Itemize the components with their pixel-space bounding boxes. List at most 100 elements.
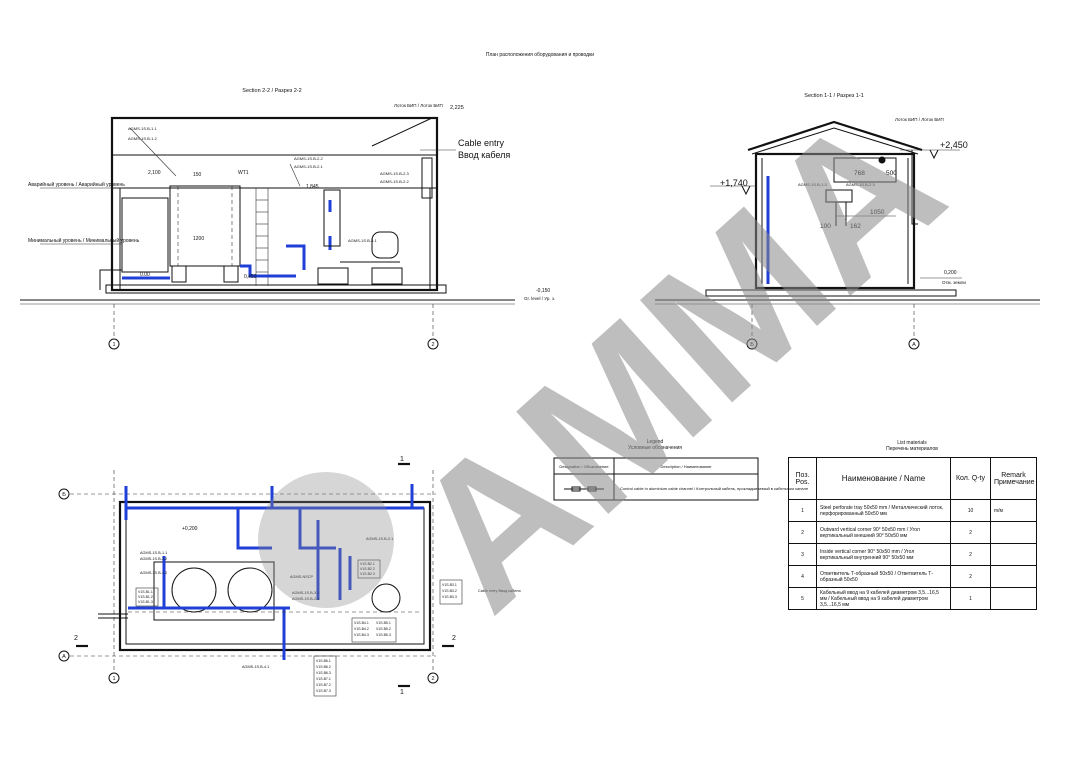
cut-2-left: 2 — [74, 635, 78, 642]
tag-box-item: V1S.B7.2 — [316, 683, 331, 687]
tag-box-item: V1S.B5.1 — [376, 621, 391, 625]
row-qty: 10 — [950, 499, 991, 522]
plan-agms-2: AGMS-1S.B-1.2 — [140, 571, 167, 575]
header-name: Наименование / Name — [816, 457, 951, 500]
table-row: 4 Ответвитель Т-образный 50x50 / Ответви… — [788, 565, 1037, 588]
tag-box-item: V1S.B1.2 — [138, 595, 153, 599]
row-pos: 1 — [788, 499, 817, 522]
materials-title-en: List materials — [897, 440, 927, 446]
row-pos: 2 — [788, 521, 817, 544]
globe-icon — [258, 472, 394, 608]
agms-tag-a: AGMS-1S.B-1.1 — [128, 126, 157, 131]
header-remark: Remark Примечание — [990, 457, 1037, 500]
header-pos: Поз. Pos. — [788, 457, 817, 500]
agms-tag-c: AGMS-1S.B-2.2 — [294, 156, 323, 161]
axis-b-label: Б — [750, 342, 754, 348]
row-pos: 4 — [788, 565, 817, 588]
plan-axis-a: A — [62, 654, 66, 660]
materials-title-ru: Перечень материалов — [886, 446, 938, 452]
materials-block: List materials Перечень материалов Поз. … — [788, 440, 1037, 610]
axis-2-label: 2 — [431, 342, 434, 348]
plan-elevation: +0,200 — [182, 526, 198, 532]
legend-title-ru: Условные обозначения — [628, 445, 682, 451]
tag-box-item: V1S.B3.2 — [442, 589, 457, 593]
sheet-title: План расположения оборудования и проводк… — [486, 52, 594, 58]
cut-1-bottom: 1 — [400, 689, 404, 696]
tag-box-item: V1S.B4.3 — [354, 633, 369, 637]
plan-axis-2: 2 — [431, 676, 434, 682]
plan-agms-5: AGMS-1S.B-3.1 — [292, 591, 319, 595]
plan-agms-8: AGMS-1S.B-2.2 — [140, 557, 167, 561]
row-qty: 2 — [950, 521, 991, 544]
table-row: 2 Outward vertical corner 90° 50x50 mm /… — [788, 521, 1037, 544]
axis-a-label: A — [912, 342, 916, 348]
table-header-row: Поз. Pos. Наименование / Name Кол. Q-ty … — [788, 457, 1037, 500]
tag-box-item: V1S.B6.2 — [316, 665, 331, 669]
tag-box-item: V1S.B2.1 — [360, 562, 375, 566]
agms-tag-f: AGMS-1S.B-2.2 — [380, 179, 409, 184]
ground-note: Gr. level / Ур. з. — [524, 296, 555, 301]
row-pos: 5 — [788, 587, 817, 610]
tag-box-item: V1S.B3.3 — [442, 595, 457, 599]
row-qty: 2 — [950, 565, 991, 588]
plan-agms-7: AGMS-1S.B-4.1 — [242, 665, 269, 669]
agms-tag-g: AGMS-1S.B-3.1 — [348, 238, 377, 243]
row-qty: 1 — [950, 587, 991, 610]
dim-500: 500 — [886, 170, 897, 177]
tag-box-item: V1S.B4.1 — [354, 621, 369, 625]
table-row: 3 Inside vertical corner 90° 50x50 mm / … — [788, 543, 1037, 566]
plan-cable-note: Cable entry Ввод кабеля — [478, 589, 521, 593]
dim-1200: 1200 — [193, 236, 204, 242]
cable-entry-en: Cable entry — [458, 138, 505, 148]
agms-tag-right: AGMS-1S.B-2.3 — [846, 182, 875, 187]
row-name: Inside vertical corner 90° 50x50 mm / Уг… — [816, 543, 951, 566]
dim-100: 100 — [820, 223, 831, 230]
legend-col2: Description / Наименование — [660, 464, 712, 469]
tag-box-item: V1S.B1.1 — [138, 590, 153, 594]
tag-box-item: V1S.B6.3 — [316, 671, 331, 675]
plan-axis-1: 1 — [112, 676, 115, 682]
section-2-2-title: Section 2-2 / Разрез 2-2 — [242, 88, 301, 94]
floor-plan: Б A 1 2 1 1 2 2 +0,200 A — [58, 456, 521, 696]
row-remark — [990, 543, 1037, 566]
tag-box-item: V1S.B2.3 — [360, 572, 375, 576]
row-remark — [990, 565, 1037, 588]
row-qty: 2 — [950, 543, 991, 566]
tag-box-item: V1S.B2.2 — [360, 567, 375, 571]
ground-elevation-1-1: 0,200 — [944, 270, 957, 276]
axis-1-label: 1 — [112, 342, 115, 348]
tag-box-item: V1S.B7.1 — [316, 677, 331, 681]
row-name: Кабельный ввод на 9 кабелей диаметром 3,… — [816, 587, 951, 610]
top-elevation: 2,225 — [450, 105, 464, 111]
tag-box-item: V1S.B5.3 — [376, 633, 391, 637]
cable-entry-ru: Ввод кабеля — [458, 150, 510, 160]
agms-tag-e: AGMS-1S.B-2.3 — [380, 171, 409, 176]
plan-axis-b: Б — [62, 492, 66, 498]
legend-row-desc: Control cable in aluminium cable channel… — [620, 486, 809, 491]
elevation-left: +1,740 — [720, 178, 748, 188]
section-2-2: Section 2-2 / Разрез 2-2 — [20, 88, 555, 350]
cut-1-top: 1 — [400, 456, 404, 463]
dim-768: 768 — [854, 170, 865, 177]
min-level-label: Минимальный уровень / Минимальный уровен… — [28, 237, 140, 244]
tank-tag: WT1 — [238, 170, 249, 176]
section-1-1-title: Section 1-1 / Разрез 1-1 — [804, 93, 863, 99]
ground-note-1-1: Отм. земли — [942, 280, 966, 285]
row-remark — [990, 521, 1037, 544]
legend: Legend Условные обозначения Designation … — [553, 439, 809, 501]
tag-box-item: V1S.B4.2 — [354, 627, 369, 631]
plan-tag-boxes: V1S.B1.1 V1S.B1.2 V1S.B1.3 V1S.B2.1 V1S.… — [135, 559, 463, 697]
tray-note: Лоток БИП / Лоток БИП — [394, 103, 443, 108]
row-name: Ответвитель Т-образный 50x50 / Ответвите… — [816, 565, 951, 588]
tag-box-item: V1S.B6.1 — [316, 659, 331, 663]
materials-table: Поз. Pos. Наименование / Name Кол. Q-ty … — [788, 457, 1037, 610]
tag-box-item: V1S.B3.1 — [442, 583, 457, 587]
zero-level: 0.00 — [140, 272, 150, 278]
row-remark: m/м — [990, 499, 1037, 522]
section-1-1: Section 1-1 / Разрез 1-1 Б A — [655, 93, 1040, 350]
plan-agms-1: AGMS-1S.B-1.1 — [140, 551, 167, 555]
agms-tag-d: AGMS-1S.B-2.1 — [294, 164, 323, 169]
dim-1845: 1,845 — [306, 184, 319, 190]
row-name: Steel perforate tray 50x50 mm / Металлич… — [816, 499, 951, 522]
tray-note-1-1: Лоток БИП / Лоток БИП — [895, 117, 944, 122]
